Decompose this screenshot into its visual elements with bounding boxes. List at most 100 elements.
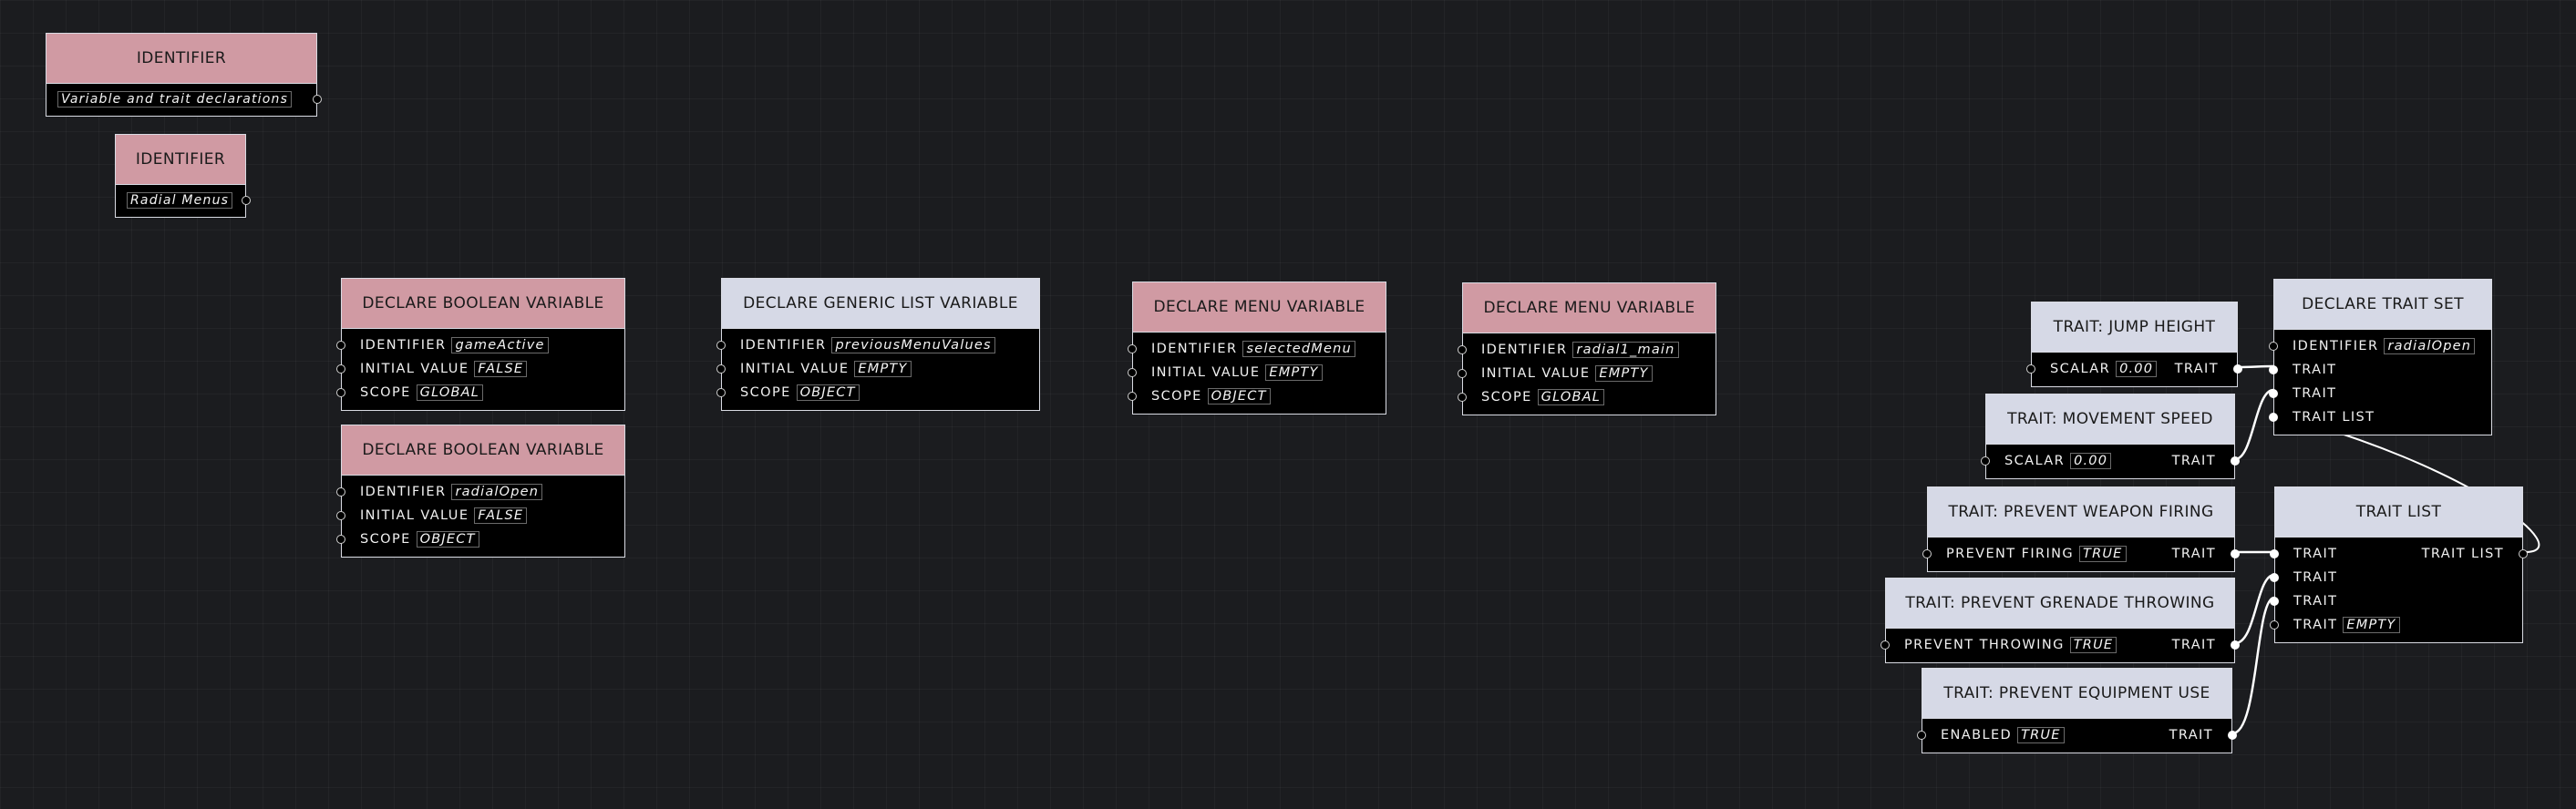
input-port[interactable] xyxy=(336,511,345,520)
trait-prevent-grenade-throwing-node[interactable]: TRAIT: PREVENT GRENADE THROWING PREVENT … xyxy=(1880,578,2240,663)
output-port[interactable] xyxy=(2228,731,2237,740)
wire-move-to-traitset xyxy=(2234,388,2274,461)
input-port[interactable] xyxy=(336,341,345,350)
output-port[interactable] xyxy=(313,95,322,104)
input-port[interactable] xyxy=(2269,342,2278,351)
declare-trait-set-node[interactable]: DECLARE TRAIT SET IDENTIFIER radialOpen T… xyxy=(2269,279,2492,435)
identifier-value[interactable]: radialOpen xyxy=(451,484,543,500)
input-port[interactable] xyxy=(1981,456,1990,466)
trait-prevent-weapon-firing-node[interactable]: TRAIT: PREVENT WEAPON FIRING PREVENT FIR… xyxy=(1922,486,2240,572)
initial-value[interactable]: FALSE xyxy=(474,361,528,377)
output-port[interactable] xyxy=(2231,549,2240,558)
row-label: SCOPE xyxy=(360,532,411,547)
identifier-value[interactable]: radialOpen xyxy=(2384,338,2476,354)
initial-value[interactable]: FALSE xyxy=(474,507,528,524)
input-port[interactable] xyxy=(2270,573,2279,582)
output-port[interactable] xyxy=(2233,364,2242,374)
input-port[interactable] xyxy=(1917,731,1926,740)
output-port[interactable] xyxy=(2519,549,2528,558)
prevent-throwing-value[interactable]: TRUE xyxy=(2069,637,2117,653)
declare-list-node[interactable]: DECLARE GENERIC LIST VARIABLE IDENTIFIER… xyxy=(716,278,1040,411)
input-port[interactable] xyxy=(1128,368,1137,377)
wire-jump-to-traitset xyxy=(2237,364,2274,369)
identifier-node-radial-menus[interactable]: IDENTIFIER Radial Menus xyxy=(115,134,251,218)
input-port[interactable] xyxy=(336,388,345,397)
node-header: IDENTIFIER xyxy=(46,34,316,84)
input-port[interactable] xyxy=(2269,389,2278,398)
initial-value[interactable]: EMPTY xyxy=(1265,364,1323,381)
input-port[interactable] xyxy=(1458,393,1467,402)
identifier-value[interactable]: gameActive xyxy=(451,337,549,353)
node-header: DECLARE TRAIT SET xyxy=(2274,280,2491,330)
output-port[interactable] xyxy=(242,196,251,205)
output-port[interactable] xyxy=(2231,640,2240,650)
trait-empty-value[interactable]: EMPTY xyxy=(2343,617,2400,633)
input-port[interactable] xyxy=(2270,549,2279,558)
scalar-value[interactable]: 0.00 xyxy=(2116,361,2158,377)
output-port[interactable] xyxy=(2231,456,2240,466)
initial-value[interactable]: EMPTY xyxy=(1595,365,1653,382)
input-port[interactable] xyxy=(2269,413,2278,422)
row-label: TRAIT xyxy=(2293,594,2338,609)
scope-value[interactable]: OBJECT xyxy=(1207,388,1271,404)
node-header: DECLARE MENU VARIABLE xyxy=(1463,283,1716,333)
input-port[interactable] xyxy=(716,341,726,350)
input-port[interactable] xyxy=(336,364,345,374)
trait-input-row: TRAIT xyxy=(2270,589,2522,613)
initial-value[interactable]: EMPTY xyxy=(854,361,912,377)
input-port[interactable] xyxy=(2270,597,2279,606)
identifier-value[interactable]: radial1_main xyxy=(1572,342,1679,358)
input-port[interactable] xyxy=(1922,549,1932,558)
node-header: DECLARE MENU VARIABLE xyxy=(1133,282,1386,333)
input-port[interactable] xyxy=(1458,345,1467,354)
input-port[interactable] xyxy=(1128,392,1137,401)
scope-value[interactable]: OBJECT xyxy=(796,384,860,401)
input-port[interactable] xyxy=(2269,365,2278,374)
input-port[interactable] xyxy=(336,487,345,497)
node-header: DECLARE BOOLEAN VARIABLE xyxy=(342,279,624,329)
scalar-value[interactable]: 0.00 xyxy=(2070,453,2112,469)
declare-menu-node-selected[interactable]: DECLARE MENU VARIABLE IDENTIFIER selected… xyxy=(1128,282,1386,415)
input-port[interactable] xyxy=(336,535,345,544)
trait-list-node[interactable]: TRAIT LIST TRAIT TRAIT LIST TRAIT TRAIT … xyxy=(2270,486,2528,643)
input-port[interactable] xyxy=(1880,640,1890,650)
input-port[interactable] xyxy=(1128,344,1137,353)
scope-value[interactable]: GLOBAL xyxy=(416,384,484,401)
row-label: PREVENT FIRING xyxy=(1946,547,2075,561)
input-port[interactable] xyxy=(2026,364,2035,374)
prevent-firing-value[interactable]: TRUE xyxy=(2079,546,2127,562)
row-label: IDENTIFIER xyxy=(1151,342,1238,356)
enabled-value[interactable]: TRUE xyxy=(2017,727,2065,743)
identifier-value[interactable]: Variable and trait declarations xyxy=(57,91,293,108)
output-label: TRAIT xyxy=(2169,728,2213,742)
identifier-node-declarations[interactable]: IDENTIFIER Variable and trait declaratio… xyxy=(46,33,322,117)
output-label: TRAIT LIST xyxy=(2421,547,2504,561)
scope-value[interactable]: GLOBAL xyxy=(1537,389,1605,405)
identifier-value[interactable]: selectedMenu xyxy=(1242,341,1355,357)
identifier-row: IDENTIFIER selectedMenu xyxy=(1128,337,1386,361)
input-port[interactable] xyxy=(1458,369,1467,378)
trait-input-row: TRAIT xyxy=(2269,382,2491,405)
input-port[interactable] xyxy=(2270,620,2279,630)
node-header: TRAIT: PREVENT WEAPON FIRING xyxy=(1928,487,2234,538)
trait-list-input-row: TRAIT LIST xyxy=(2269,405,2491,429)
identifier-value[interactable]: Radial Menus xyxy=(127,192,233,209)
input-port[interactable] xyxy=(716,364,726,374)
scope-value[interactable]: OBJECT xyxy=(416,531,479,548)
identifier-value[interactable]: previousMenuValues xyxy=(831,337,995,353)
input-port[interactable] xyxy=(716,388,726,397)
row-label: IDENTIFIER xyxy=(2293,339,2379,353)
